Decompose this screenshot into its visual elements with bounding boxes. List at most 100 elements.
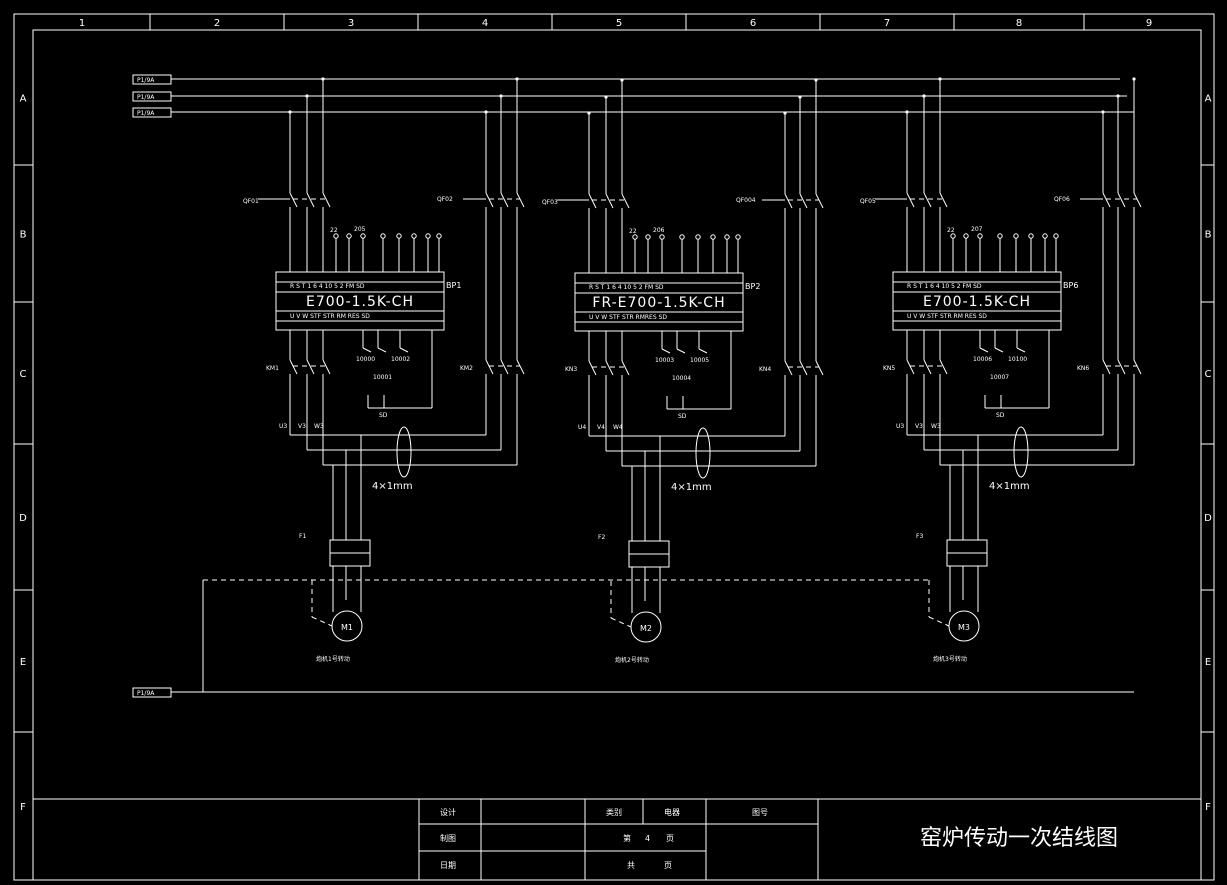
junction: [922, 94, 926, 98]
motor-label: M3: [958, 623, 970, 632]
cable-bundle: [695, 427, 711, 479]
cable-bundle: [1013, 426, 1029, 478]
output-u: U3: [279, 423, 287, 430]
terminal: [360, 233, 366, 239]
junction: [1116, 94, 1120, 98]
junction: [604, 95, 608, 99]
row-letter-right: E: [1205, 657, 1211, 668]
category-value: 电器: [664, 807, 680, 817]
breaker-left-label: QF03: [542, 199, 558, 206]
inverter-model: E700-1.5K-CH: [923, 294, 1031, 310]
breaker-left-label: QF05: [860, 198, 876, 205]
supply-buses: P1/9A P1/9A P1/9A P1/9A: [132, 74, 1134, 698]
date-label: 日期: [440, 861, 456, 870]
switch-blade: [906, 192, 915, 208]
total-suffix: 页: [664, 861, 672, 870]
breaker-right: [784, 186, 824, 353]
row-letter-right: B: [1205, 230, 1212, 241]
drawing-title: 窑炉传动一次结线图: [920, 826, 1118, 851]
column-number: 8: [1016, 18, 1022, 29]
switch-blade: [322, 192, 331, 208]
terminal: [333, 233, 339, 239]
column-number: 6: [750, 18, 756, 29]
terminal-number-2: 207: [971, 226, 983, 233]
row-letter-right: C: [1205, 369, 1212, 380]
junction: [288, 110, 292, 114]
contactor-right: [1102, 352, 1142, 420]
design-label: 设计: [440, 807, 456, 817]
inverter-bottom-pins: U V W STF STR RM RES SD: [907, 313, 987, 320]
category-label: 类别: [606, 807, 622, 817]
control-sd-label: SD: [996, 412, 1005, 419]
contactor-right: [784, 353, 824, 421]
wire: [399, 347, 409, 353]
switch-blade: [1102, 192, 1111, 208]
switch-blade: [815, 360, 824, 376]
terminal-number-2: 205: [354, 226, 366, 233]
row-letter-left: E: [20, 657, 26, 668]
terminal: [380, 233, 386, 239]
control-terminal-b: 10100: [1008, 356, 1027, 363]
inverter-body: [275, 271, 445, 331]
motor-label: M2: [640, 624, 652, 633]
junction: [905, 110, 909, 114]
earth-wire: [610, 617, 632, 628]
switch-blade: [289, 192, 298, 208]
control-terminal-a: 10000: [356, 356, 375, 363]
motor-description: 炮机2号转动: [615, 656, 649, 664]
terminal: [1028, 233, 1034, 239]
page-number: 4: [645, 834, 650, 843]
terminal: [645, 234, 651, 240]
contactor-right-label: KM2: [460, 365, 473, 372]
output-v: V3: [915, 423, 923, 430]
terminal-number-2: 206: [653, 227, 665, 234]
earth-wire: [311, 616, 333, 627]
contactor-right: [485, 352, 525, 420]
junction: [499, 94, 503, 98]
terminal: [710, 234, 716, 240]
column-number: 2: [214, 18, 220, 29]
wire: [698, 348, 708, 354]
breaker-right: [485, 185, 525, 352]
column-number: 5: [616, 18, 622, 29]
cable-spec: 4×1mm: [671, 482, 712, 493]
switch-blade: [1102, 359, 1111, 375]
control-terminal-a: 10006: [973, 356, 992, 363]
inverter-body: [892, 271, 1062, 331]
switch-blade: [815, 193, 824, 209]
control-terminal-c: 10004: [672, 375, 691, 382]
control-circuit: [979, 330, 1050, 409]
terminal: [436, 233, 442, 239]
cable-bundle: [396, 426, 412, 478]
bus-label-4: P1/9A: [137, 690, 155, 697]
control-sd-label: SD: [678, 413, 687, 420]
terminal: [659, 234, 665, 240]
switch-blade: [516, 192, 525, 208]
output-w: W4: [613, 424, 623, 431]
inverter-model: FR-E700-1.5K-CH: [592, 295, 725, 311]
junction: [814, 78, 818, 82]
switch-blade: [939, 359, 948, 375]
wire: [362, 347, 372, 353]
row-letter-left: A: [20, 94, 27, 105]
switch-blade: [500, 359, 509, 375]
control-terminal-b: 10002: [391, 356, 410, 363]
inverter-top-pins: R S T 1 6 4 10 5 2 FM SD: [589, 284, 664, 291]
terminal-number-1: 22: [947, 227, 955, 234]
wire: [377, 347, 387, 353]
wire: [1016, 347, 1026, 353]
breaker-left-label: QF01: [243, 198, 259, 205]
junction: [305, 94, 309, 98]
switch-blade: [939, 192, 948, 208]
terminal: [1042, 233, 1048, 239]
switch-blade: [485, 359, 494, 375]
switch-blade: [923, 359, 932, 375]
wire: [994, 347, 1004, 353]
control-terminal-b: 10005: [690, 357, 709, 364]
drawing-label: 制图: [440, 833, 456, 843]
terminal: [963, 233, 969, 239]
wire: [979, 347, 989, 353]
junction: [484, 110, 488, 114]
